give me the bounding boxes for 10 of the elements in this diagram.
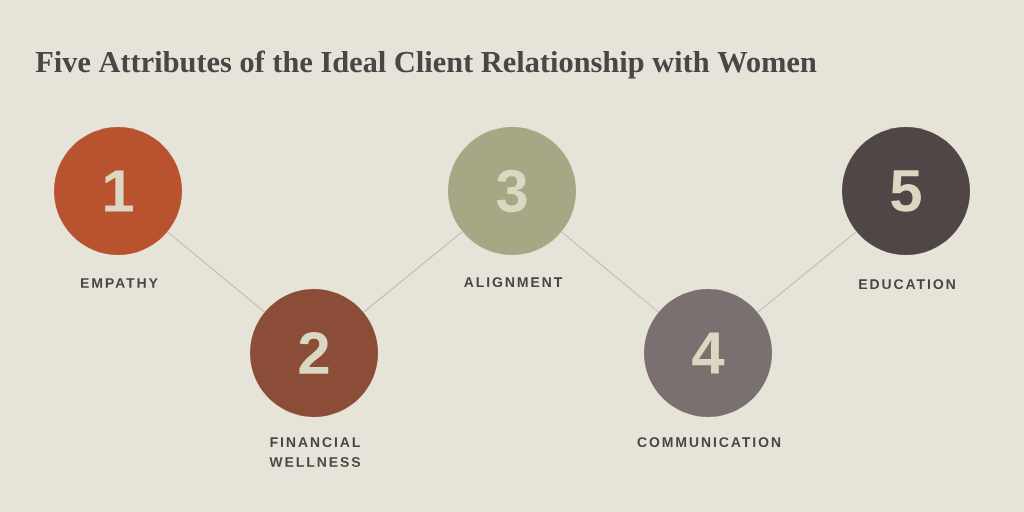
circle-caption: ALIGNMENT	[464, 277, 563, 288]
connector-line	[166, 231, 266, 313]
circle-caption: COMMUNICATION	[637, 437, 781, 448]
connector-line	[757, 231, 857, 313]
title: Five Attributes of the Ideal Client Relationship with Women	[35, 50, 817, 79]
circle-caption: EMPATHY	[81, 278, 158, 288]
connector-line	[560, 231, 660, 313]
circle-caption: FINANCIAL WELLNESS	[269, 437, 361, 467]
connector-line	[363, 231, 463, 313]
circle-caption: EDUCATION	[859, 279, 955, 290]
